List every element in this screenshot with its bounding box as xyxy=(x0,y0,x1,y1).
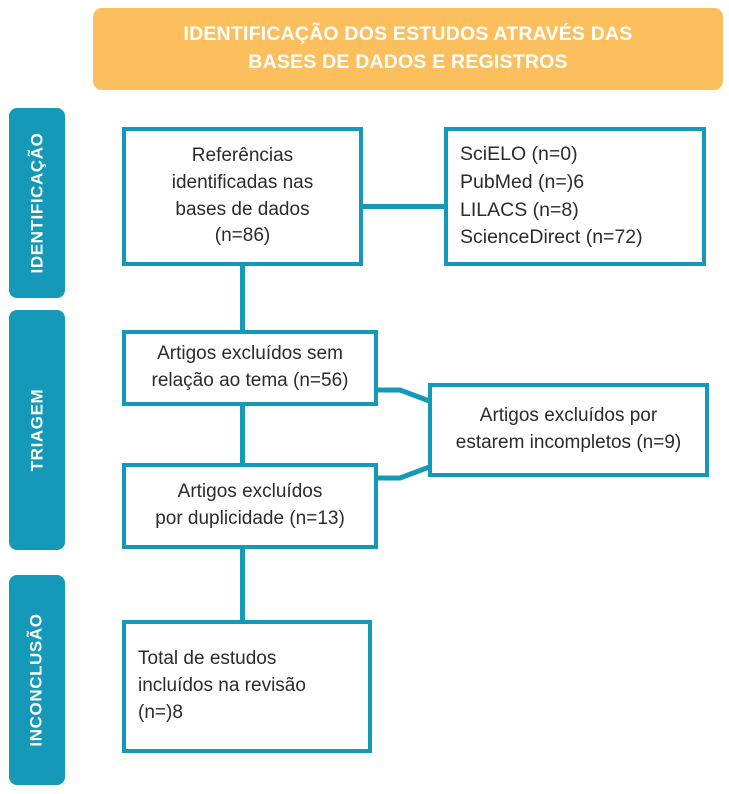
box-excluidos-tema-text: Artigos excluídos sem relação ao tema (n… xyxy=(151,343,349,391)
connector-duplicidade-to-total xyxy=(240,546,245,623)
box-total-estudos-incluidos: Total de estudos incluídos na revisão (n… xyxy=(122,620,372,753)
box-excluidos-duplicidade: Artigos excluídos por duplicidade (n=13) xyxy=(122,463,378,549)
stage-label-inconclusao: INCONCLUSÃO xyxy=(9,575,65,785)
stage-label-triagem: TRIAGEM xyxy=(9,310,65,550)
box-referencias-text: Referências identificadas nas bases de d… xyxy=(171,144,314,247)
header-banner: IDENTIFICAÇÃO DOS ESTUDOS ATRAVÉS DAS BA… xyxy=(93,8,723,90)
box-referencias-identificadas: Referências identificadas nas bases de d… xyxy=(122,127,363,266)
stage-label-identificacao: IDENTIFICAÇÃO xyxy=(9,108,65,298)
connector-duplicidade-to-incompletos xyxy=(376,463,433,481)
box-total-text: Total de estudos incluídos na revisão (n… xyxy=(138,648,306,723)
box-excluidos-incompletos: Artigos excluídos por estarem incompleto… xyxy=(428,383,709,477)
box-bases-text: SciELO (n=0) PubMed (n=)6 LILACS (n=8) S… xyxy=(460,143,643,249)
connector-referencias-to-bases xyxy=(360,204,448,209)
box-incompletos-text: Artigos excluídos por estarem incompleto… xyxy=(455,405,682,453)
connector-tema-to-incompletos xyxy=(376,387,433,405)
box-bases-de-dados: SciELO (n=0) PubMed (n=)6 LILACS (n=8) S… xyxy=(444,127,706,266)
connector-referencias-to-excluidos-tema xyxy=(240,263,245,333)
box-duplicidade-text: Artigos excluídos por duplicidade (n=13) xyxy=(155,481,345,529)
box-excluidos-sem-relacao-tema: Artigos excluídos sem relação ao tema (n… xyxy=(122,330,378,406)
connector-excluidos-tema-to-duplicidade xyxy=(240,403,245,466)
header-title: IDENTIFICAÇÃO DOS ESTUDOS ATRAVÉS DAS BA… xyxy=(183,23,633,73)
